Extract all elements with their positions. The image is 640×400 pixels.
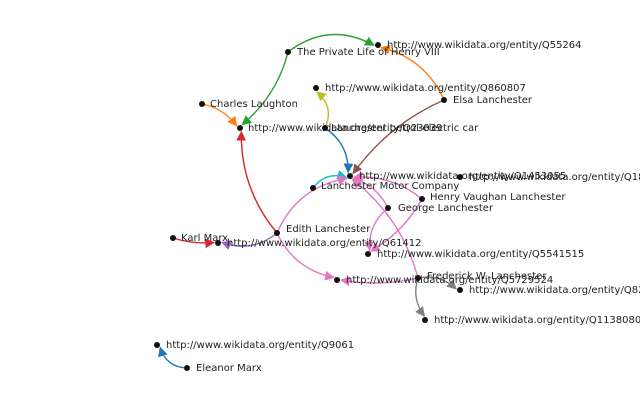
graph-node[interactable]: http://www.wikidata.org/entity/Q61412 (215, 238, 422, 249)
node-dot[interactable] (441, 97, 447, 103)
graph-node[interactable]: Frederick W. Lanchester (415, 271, 547, 282)
node-dot[interactable] (170, 235, 176, 241)
node-label: http://www.wikidata.org/entity/Q5541515 (377, 249, 584, 260)
edge-e11 (221, 232, 278, 250)
node-label: Frederick W. Lanchester (427, 271, 547, 282)
node-dot[interactable] (237, 125, 243, 131)
graph-node[interactable]: Elsa Lanchester (441, 95, 533, 106)
graph-node[interactable]: http://www.wikidata.org/entity/Q8213 (457, 285, 640, 296)
node-label: Edith Lanchester (286, 224, 371, 235)
node-label: http://www.wikidata.org/entity/Q61412 (227, 238, 422, 249)
node-dot[interactable] (274, 230, 280, 236)
edge-e5 (316, 91, 330, 129)
edge-e19 (351, 178, 419, 279)
graph-node[interactable]: George Lanchester (385, 203, 494, 214)
graph-node[interactable]: Lanchester petrol-electric car (322, 123, 479, 134)
edge-e20 (417, 276, 457, 290)
node-label: The Private Life of Henry VIII (296, 47, 440, 58)
node-dot[interactable] (322, 125, 328, 131)
node-label: Charles Laughton (210, 99, 298, 110)
node-label: http://www.wikidata.org/entity/Q8213 (469, 285, 640, 296)
graph-node[interactable]: http://www.wikidata.org/entity/Q5729524 (334, 275, 553, 286)
edge-e2 (241, 51, 289, 126)
graph-node[interactable]: http://www.wikidata.org/entity/Q5541515 (365, 249, 584, 260)
node-label: Henry Vaughan Lanchester (430, 192, 566, 203)
node-dot[interactable] (422, 317, 428, 323)
graph-node[interactable]: Karl Marx (170, 233, 228, 244)
graph-node[interactable]: http://www.wikidata.org/entity/Q1138080 (422, 315, 640, 326)
graph-node[interactable]: Charles Laughton (199, 99, 298, 110)
node-label: http://www.wikidata.org/entity/Q1852 (469, 172, 640, 183)
node-label: http://www.wikidata.org/entity/Q860807 (325, 83, 526, 94)
node-dot[interactable] (310, 185, 316, 191)
graph-node[interactable]: http://www.wikidata.org/entity/Q55264 (375, 40, 582, 51)
node-label: http://www.wikidata.org/entity/Q9061 (166, 340, 354, 351)
node-label: http://www.wikidata.org/entity/Q5729524 (346, 275, 553, 286)
node-label: http://www.wikidata.org/entity/Q23039 (248, 123, 443, 134)
node-label: Elsa Lanchester (453, 95, 533, 106)
edge-e21 (415, 277, 425, 317)
node-dot[interactable] (419, 196, 425, 202)
edge-e10 (172, 237, 216, 249)
node-label: Eleanor Marx (196, 363, 262, 374)
graph-node[interactable]: Lanchester Motor Company (310, 181, 459, 192)
node-dot[interactable] (457, 174, 463, 180)
node-label: Karl Marx (181, 233, 228, 244)
node-dot[interactable] (415, 275, 421, 281)
node-label: Lanchester petrol-electric car (331, 123, 479, 134)
edge-e22 (158, 346, 188, 369)
node-dot[interactable] (347, 173, 353, 179)
node-dot[interactable] (184, 365, 190, 371)
graph-node[interactable]: Edith Lanchester (274, 224, 371, 236)
edge-e4 (201, 103, 238, 127)
node-label: http://www.wikidata.org/entity/Q1138080 (434, 315, 640, 326)
graph-node[interactable]: Eleanor Marx (184, 363, 262, 374)
node-dot[interactable] (313, 85, 319, 91)
graph-node[interactable]: http://www.wikidata.org/entity/Q1852 (457, 172, 640, 183)
node-label: http://www.wikidata.org/entity/Q55264 (387, 40, 582, 51)
edge-e16 (369, 198, 423, 252)
edge-e6 (324, 127, 354, 174)
node-dot[interactable] (457, 287, 463, 293)
graph-node[interactable]: http://www.wikidata.org/entity/Q23039 (237, 123, 443, 134)
edge-e12 (276, 232, 335, 281)
node-label: Lanchester Motor Company (321, 181, 459, 192)
edge-e3 (380, 44, 445, 101)
node-dot[interactable] (154, 342, 160, 348)
node-dot[interactable] (365, 251, 371, 257)
graph-node[interactable]: Henry Vaughan Lanchester (419, 192, 566, 203)
edge-e18 (340, 276, 419, 287)
node-dot[interactable] (215, 240, 221, 246)
edge-e13 (276, 175, 348, 234)
node-dot[interactable] (385, 205, 391, 211)
node-dot[interactable] (375, 42, 381, 48)
edge-e1 (287, 33, 375, 53)
node-label: George Lanchester (398, 203, 494, 214)
graph-node[interactable]: http://www.wikidata.org/entity/Q860807 (313, 83, 526, 94)
node-dot[interactable] (285, 49, 291, 55)
edges-layer (158, 33, 457, 369)
graph-node[interactable]: The Private Life of Henry VIII (285, 47, 440, 58)
nodes-layer: The Private Life of Henry VIIIhttp://www… (154, 40, 640, 374)
edge-e17 (352, 171, 423, 200)
edge-e7 (352, 99, 445, 175)
edge-e9 (236, 130, 278, 234)
graph-node[interactable]: http://www.wikidata.org/entity/Q9061 (154, 340, 354, 351)
node-dot[interactable] (334, 277, 340, 283)
node-dot[interactable] (199, 101, 205, 107)
